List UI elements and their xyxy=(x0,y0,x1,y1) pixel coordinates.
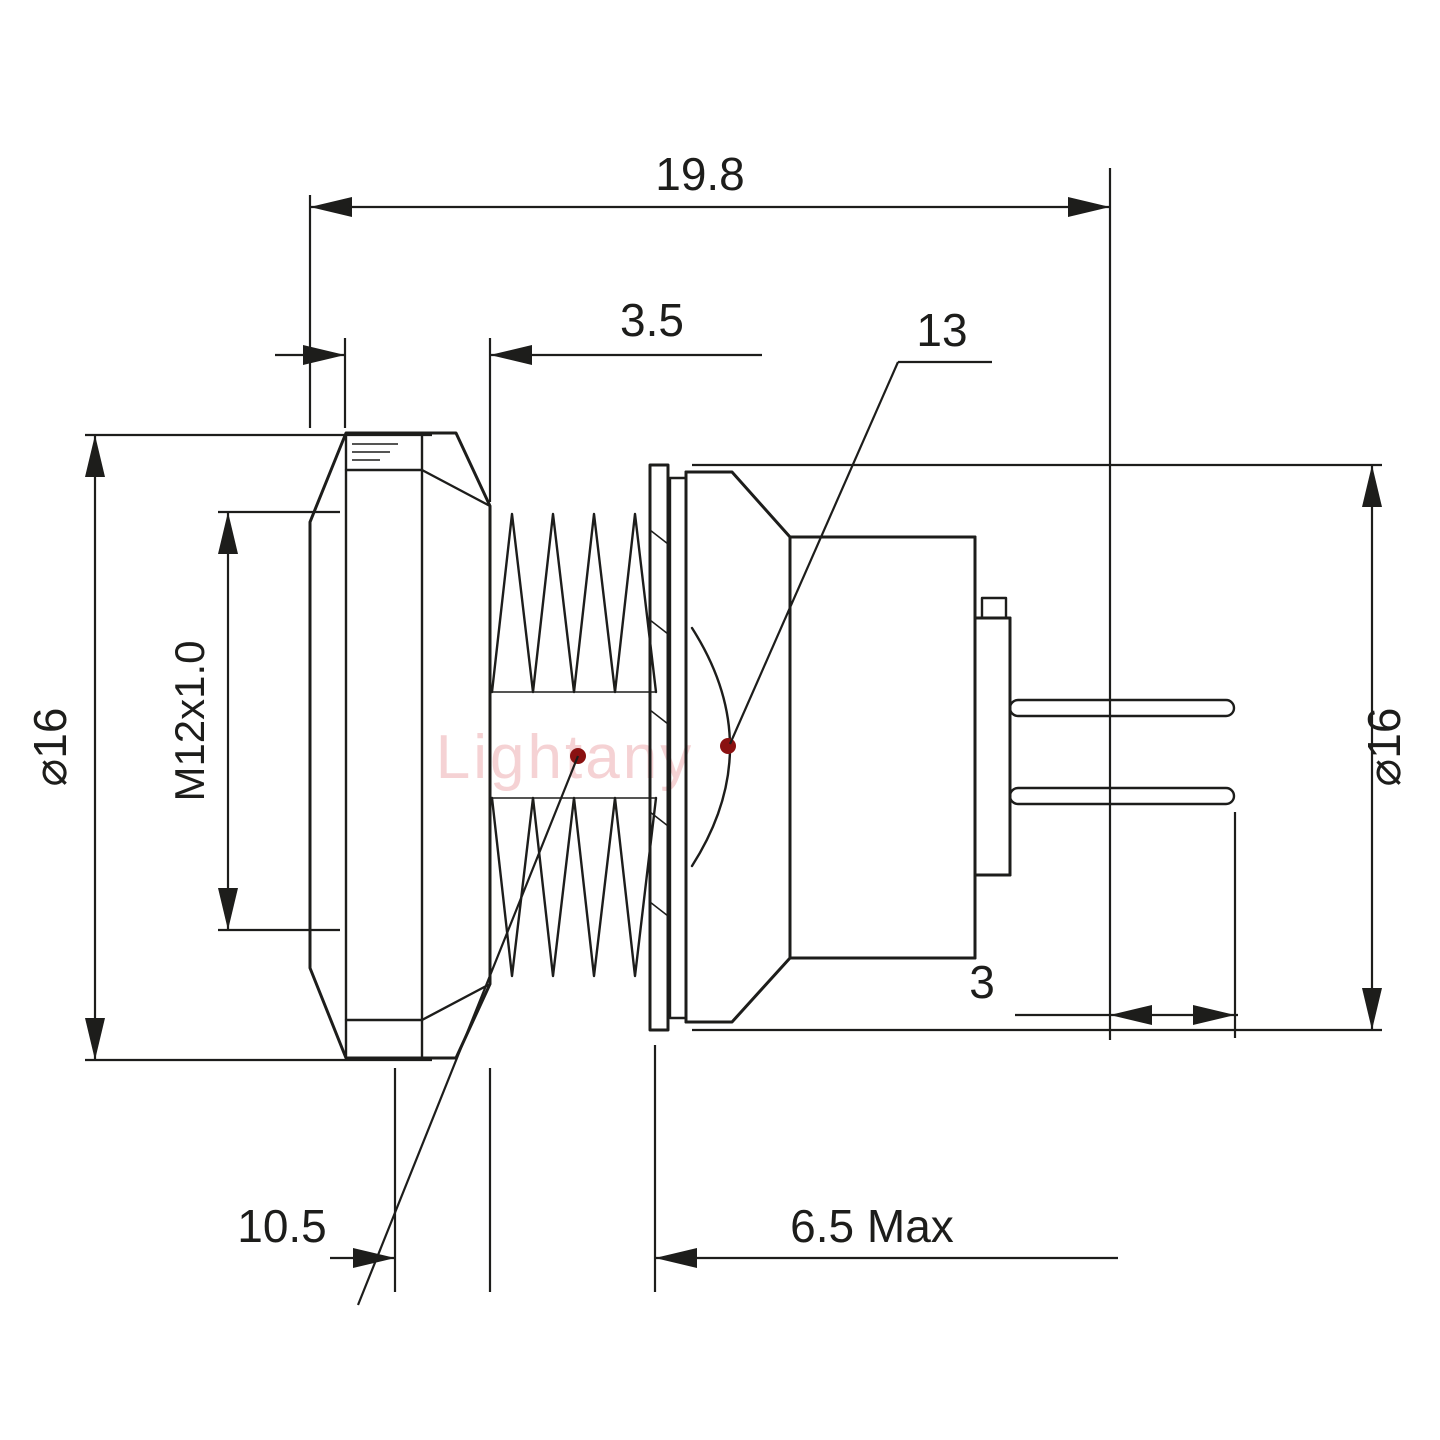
dimension-label-body-diameter: 13 xyxy=(916,304,967,356)
dimension-right-diameter: ⌀16 xyxy=(692,463,1410,1032)
dimension-left-diameter: ⌀16 xyxy=(24,433,432,1062)
thread-section xyxy=(488,504,658,986)
dimension-overall-length: 19.8 xyxy=(308,148,1112,1040)
dimension-pin-tail: 3 xyxy=(969,812,1238,1038)
dimension-label-mount-length: 10.5 xyxy=(237,1200,327,1252)
key-tab xyxy=(980,596,1008,620)
engraving-marks xyxy=(352,443,398,461)
dimension-mount-length: 10.5 xyxy=(237,755,580,1306)
dimension-label-right-diameter: ⌀16 xyxy=(1358,708,1410,787)
dimension-hex-width: 3.5 xyxy=(275,294,762,502)
dimension-label-panel-thickness: 6.5 Max xyxy=(790,1200,954,1252)
reference-dot-right xyxy=(720,738,736,754)
watermark-text: Lightany xyxy=(436,723,694,792)
dimension-label-thread-spec: M12x1.0 xyxy=(166,640,213,801)
pin-lower xyxy=(1008,786,1236,806)
pin-upper xyxy=(1008,698,1236,718)
dimension-thread-spec: M12x1.0 xyxy=(166,510,340,932)
dimension-panel-thickness: 6.5 Max xyxy=(330,1045,1118,1292)
dimension-label-pin-tail: 3 xyxy=(969,956,995,1008)
dimension-body-diameter: 13 xyxy=(728,304,992,745)
dimension-label-hex-width: 3.5 xyxy=(620,294,684,346)
dimension-label-overall-length: 19.8 xyxy=(655,148,745,200)
solder-pins xyxy=(1008,698,1236,806)
dimension-label-left-diameter: ⌀16 xyxy=(24,708,76,787)
